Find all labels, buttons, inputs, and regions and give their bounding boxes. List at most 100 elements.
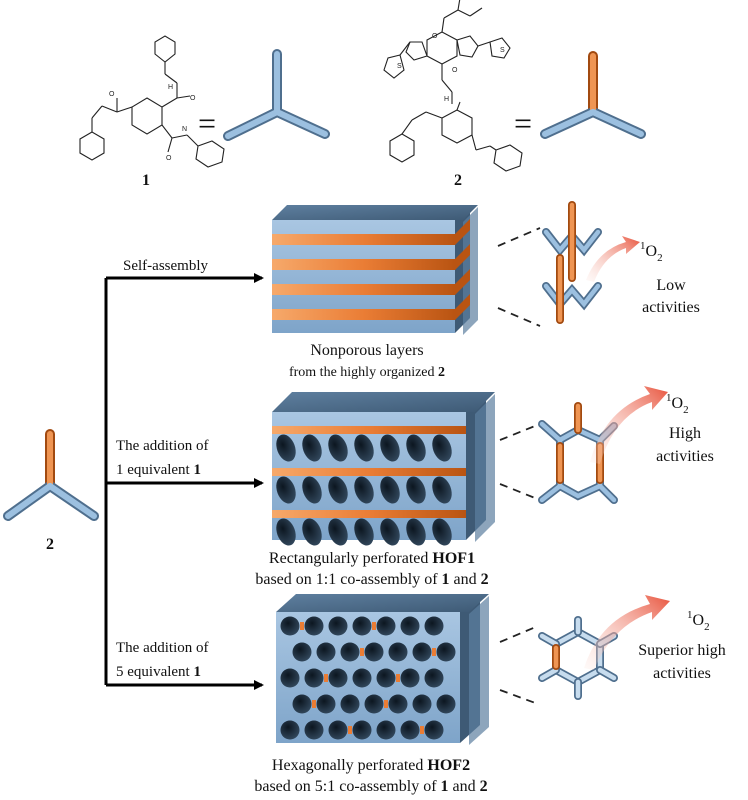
hof2-pore — [328, 720, 348, 740]
hof2-pore — [280, 616, 300, 636]
zoom-lines-2 — [499, 423, 541, 501]
hof2-orange-node — [372, 622, 376, 630]
hof2-pore — [340, 694, 360, 714]
hof2-pore — [316, 642, 336, 662]
hof2-pore — [424, 616, 444, 636]
tripod-1-model — [223, 49, 330, 141]
activity-label-2-line2: activities — [656, 448, 714, 465]
hof1-pore — [302, 434, 322, 462]
nonporous-layer-block — [272, 205, 478, 335]
hof2-pore — [412, 694, 432, 714]
branch-2-arrow-label-line2: 1 equivalent 1 — [116, 462, 201, 478]
hof2-orange-node — [396, 674, 400, 682]
zoom-model-1 — [542, 201, 602, 324]
mol1-nh-label: H — [168, 84, 173, 91]
hof2-pore — [292, 642, 312, 662]
hof2-pore — [436, 694, 456, 714]
caption-3-line1: Hexagonally perforated HOF2 — [272, 757, 470, 774]
mol1-nitrogen-label: N — [182, 126, 187, 133]
hof2-pore — [424, 668, 444, 688]
hof2-pore — [388, 694, 408, 714]
hof2-pore — [328, 668, 348, 688]
hof1-pore — [328, 518, 348, 546]
hof2-pore — [424, 720, 444, 740]
hof2-pore — [352, 668, 372, 688]
mol2-nh-label: H — [444, 96, 449, 103]
hof1-pore — [354, 518, 374, 546]
hof1-pore — [380, 476, 400, 504]
emission-arrow-3 — [584, 595, 670, 670]
hof2-orange-node — [384, 700, 388, 708]
caption-1-line1: Nonporous layers — [310, 342, 423, 359]
emission-arrow-2 — [590, 386, 668, 464]
hof2-pore — [280, 668, 300, 688]
hof1-pore — [302, 518, 322, 546]
hof2-pore — [304, 720, 324, 740]
hof1-pore — [432, 476, 452, 504]
activity-label-2-line1: High — [669, 425, 701, 442]
hof2-block — [276, 594, 489, 745]
hof1-pore — [380, 434, 400, 462]
hof2-pore — [436, 642, 456, 662]
hof2-pore — [316, 694, 336, 714]
hof2-pore — [340, 642, 360, 662]
hof2-pore — [364, 642, 384, 662]
hof2-pore — [292, 694, 312, 714]
hof1-pore — [354, 434, 374, 462]
equals-sign-1: = — [198, 105, 216, 141]
compound-2-label: 2 — [454, 172, 462, 189]
mol1-oxygen-label-2: O — [166, 155, 172, 162]
emission-arrow-1 — [586, 236, 640, 282]
hof2-pore — [412, 642, 432, 662]
mol2-oxygen-label: O — [432, 33, 438, 40]
hof2-pore — [400, 616, 420, 636]
equals-sign-2: = — [514, 105, 532, 141]
hof2-pore — [304, 668, 324, 688]
singlet-oxygen-label-2: 1O2 — [666, 392, 689, 416]
zoom-lines-1 — [497, 227, 541, 327]
hof1-pore — [406, 518, 426, 546]
compound-1-label: 1 — [142, 172, 150, 189]
hof2-orange-node — [348, 726, 352, 734]
hof2-pore — [400, 668, 420, 688]
hof2-pore — [304, 616, 324, 636]
hof2-pore — [280, 720, 300, 740]
hof2-orange-node — [420, 726, 424, 734]
hof1-pore — [276, 434, 296, 462]
hof1-pore — [432, 434, 452, 462]
caption-2-line2: based on 1:1 co-assembly of 1 and 2 — [255, 571, 488, 588]
hof2-pore — [376, 616, 396, 636]
activity-label-1-line2: activities — [642, 299, 700, 316]
start-compound-label: 2 — [46, 536, 54, 553]
molecule-2-structure: O O S S H — [383, 0, 523, 172]
mol2-sulfur-label: S — [397, 63, 402, 70]
activity-label-3-line2: activities — [653, 665, 711, 682]
branch-3-arrow-label-line2: 5 equivalent 1 — [116, 664, 201, 680]
zoom-lines-3 — [499, 625, 539, 705]
hof1-pore — [328, 434, 348, 462]
hof2-pore — [352, 720, 372, 740]
branch-connector — [104, 273, 264, 690]
hof2-pore — [352, 616, 372, 636]
hof1-pore — [276, 518, 296, 546]
activity-label-1-line1: Low — [656, 277, 686, 294]
hof2-pore — [364, 694, 384, 714]
hof2-orange-node — [432, 648, 436, 656]
branch-3-arrow-label-line1: The addition of — [116, 640, 208, 656]
hof1-block — [272, 392, 495, 546]
hof1-pore — [302, 476, 322, 504]
start-tripod-2 — [3, 429, 99, 521]
hof2-pore — [400, 720, 420, 740]
mol1-oxygen-label: O — [190, 95, 196, 102]
molecule-1-structure: O H O O N — [79, 35, 225, 168]
hof1-pore — [406, 434, 426, 462]
hof2-pore — [376, 668, 396, 688]
mol1-oxygen-label-3: O — [109, 91, 115, 98]
hof2-pore — [388, 642, 408, 662]
activity-label-3-line1: Superior high — [638, 642, 726, 659]
mol2-oxygen-label-2: O — [452, 67, 458, 74]
hof1-pore — [276, 476, 296, 504]
hof1-pore — [380, 518, 400, 546]
hof2-pore — [328, 616, 348, 636]
